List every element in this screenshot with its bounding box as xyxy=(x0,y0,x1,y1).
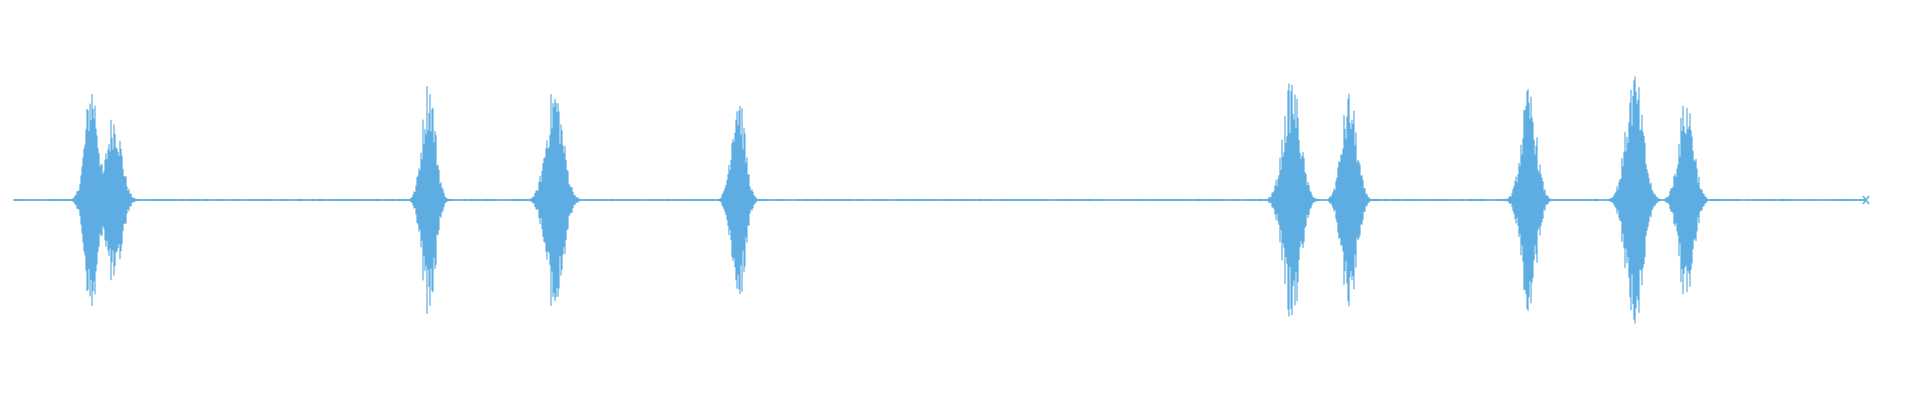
end-marker-icon xyxy=(1862,195,1870,205)
